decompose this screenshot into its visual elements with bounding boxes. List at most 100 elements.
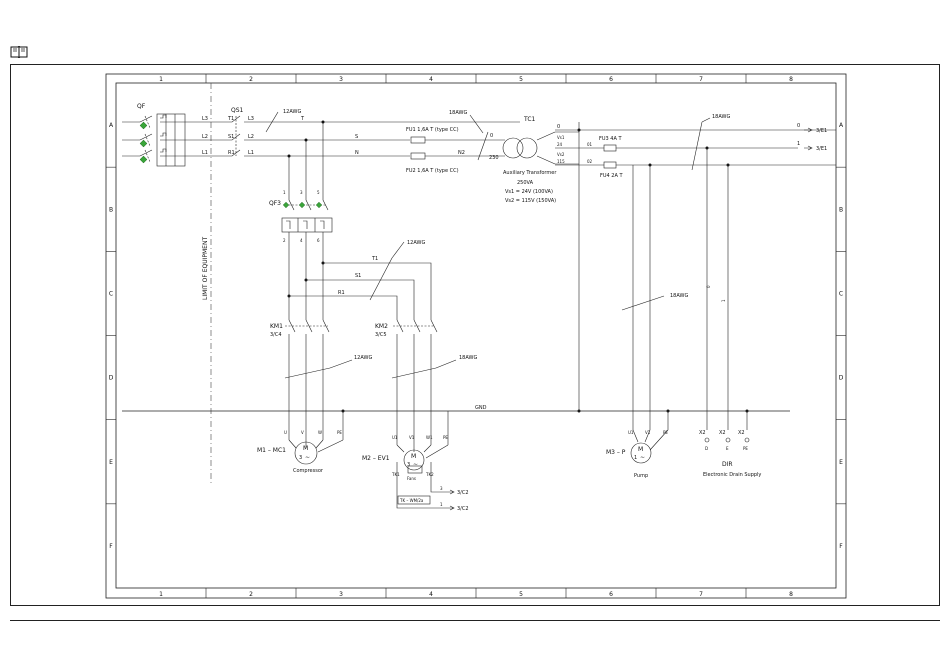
- frame-col-top-4: 4: [429, 76, 433, 83]
- cable-18awg-tc: 18AWG: [449, 110, 467, 116]
- pin-1: 1: [283, 190, 286, 195]
- frame-col-top-7: 7: [699, 76, 703, 83]
- svg-text:QF: QF: [137, 103, 146, 110]
- tc-24: 24: [557, 142, 563, 147]
- out-1: 1: [797, 141, 800, 147]
- m1-symbol-3: 3: [299, 455, 302, 461]
- fu3-label: FU3 4A T: [599, 136, 622, 142]
- frame-row-left-F: F: [109, 543, 113, 550]
- tc-primary-0: 0: [490, 133, 493, 139]
- dir-label: DIR: [722, 461, 733, 468]
- tc-primary-230: 230: [489, 155, 499, 161]
- pin-2: 2: [283, 238, 286, 243]
- x2-terminal-3: X2: [738, 430, 745, 436]
- tc-name: Auxiliary Transformer: [503, 170, 557, 176]
- frame-row-right-F: F: [839, 543, 843, 550]
- qf-breaker: QF: [122, 103, 206, 167]
- fuses-secondary: [603, 144, 617, 169]
- wire-l3: L3: [202, 116, 208, 122]
- footer-divider: [10, 620, 940, 621]
- m2-symbol-tilde: ∼: [413, 461, 418, 468]
- wire-l2: L2: [202, 134, 208, 140]
- m2-pe: PE: [443, 435, 448, 440]
- m1-pe: PE: [337, 430, 342, 435]
- m2-v1: V1: [409, 435, 415, 440]
- wire-r1-km2: R1: [338, 290, 345, 296]
- frame-row-right-E: E: [839, 459, 843, 466]
- ref-3e1-a: 3/E1: [816, 128, 827, 134]
- frame-col-bottom-4: 4: [429, 591, 433, 598]
- frame-row-left-A: A: [109, 122, 114, 129]
- qf3-breaker: QF3: [269, 196, 333, 320]
- cable-18awg-m2: 18AWG: [459, 355, 477, 361]
- ref-3c2-b: 3/C2: [457, 506, 469, 512]
- tc-vs1: Vs1: [557, 135, 565, 140]
- frame-row-right-C: C: [839, 290, 843, 297]
- motor-m1: [288, 411, 344, 465]
- wire-01: 01: [587, 142, 593, 147]
- x2-terminal-2: X2: [719, 430, 726, 436]
- frame-col-bottom-6: 6: [609, 591, 613, 598]
- frame-col-bottom-2: 2: [249, 591, 253, 598]
- frame-col-bottom-7: 7: [699, 591, 703, 598]
- frame-row-left-D: D: [109, 375, 114, 382]
- tk-label: TK – WM/2a: [399, 498, 424, 503]
- frame-col-top-8: 8: [789, 76, 793, 83]
- frame-col-bottom-5: 5: [519, 591, 523, 598]
- ref-3c2-a: 3/C2: [457, 490, 469, 496]
- m2-tk2: TK2: [425, 472, 434, 477]
- m3-symbol-1: 1: [634, 455, 637, 461]
- frame-col-top-6: 6: [609, 76, 613, 83]
- dir-pe: PE: [743, 446, 748, 451]
- fuses-primary: [410, 131, 496, 161]
- m3-l2: V1: [645, 430, 651, 435]
- transformer-tc1: [496, 122, 836, 411]
- cable-12awg-m1: 12AWG: [354, 355, 372, 361]
- wire-l1: L1: [202, 150, 208, 156]
- m1-v: V: [301, 430, 304, 435]
- tc-115: 115: [557, 159, 565, 164]
- frame-row-right-D: D: [839, 375, 844, 382]
- secondary-distribution: [621, 117, 813, 430]
- wire-t1: T1: [227, 116, 234, 122]
- frame-row-left-B: B: [109, 206, 113, 213]
- svg-text:QF3: QF3: [269, 200, 281, 207]
- m3-desc: Pump: [634, 473, 648, 479]
- junction-dots: [287, 120, 749, 413]
- frame-col-top-3: 3: [339, 76, 343, 83]
- pin-6: 6: [317, 238, 320, 243]
- m2-w1: W1: [426, 435, 433, 440]
- m3-symbol-tilde: ∼: [640, 454, 645, 461]
- qs1-switch: QS1: [206, 107, 520, 157]
- tc-vs1-spec: Vs1 = 24V (100VA): [505, 189, 553, 195]
- m3-symbol-m: M: [638, 446, 643, 453]
- m3-l1: U1: [628, 430, 634, 435]
- pin-3: 3: [300, 190, 303, 195]
- dir-desc: Electronic Drain Supply: [703, 472, 761, 478]
- wire-s1-km2: S1: [355, 273, 361, 279]
- m2-u1: U1: [392, 435, 398, 440]
- m1-desc: Compressor: [293, 468, 324, 474]
- wire-t-top: T: [300, 116, 305, 122]
- wire-s-top: S: [355, 134, 358, 140]
- fu4-label: FU4 2A T: [600, 173, 623, 179]
- tc-secondary-0: 0: [557, 124, 560, 130]
- qf-status-markers: [139, 121, 148, 164]
- cable-18awg-pump: 18AWG: [670, 293, 688, 299]
- motor-m2: [396, 411, 449, 509]
- limit-label: LIMIT OF EQUIPMENT: [202, 237, 209, 300]
- m1-w: W: [318, 430, 322, 435]
- ref-3c2-a-num: 3: [440, 486, 443, 491]
- m2-label: M2 – EV1: [362, 455, 390, 462]
- frame-col-top-2: 2: [249, 76, 253, 83]
- cable-18awg-out: 18AWG: [712, 114, 730, 120]
- pin-5: 5: [317, 190, 320, 195]
- tc-vs2: Vs2: [557, 152, 565, 157]
- wire-s1: S1: [228, 134, 234, 140]
- out-0: 0: [797, 123, 800, 129]
- wire-02: 02: [587, 159, 593, 164]
- m1-label: M1 – MC1: [257, 447, 286, 454]
- dir-terminals: [704, 437, 750, 443]
- wire-1-vert: 1: [721, 299, 726, 302]
